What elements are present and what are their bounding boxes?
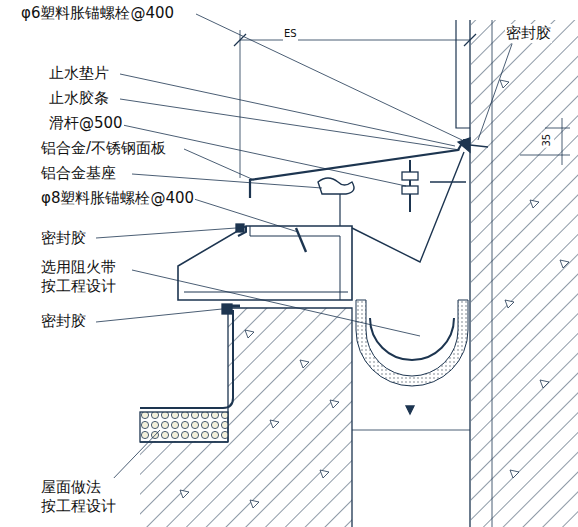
part-label: 铝合金/不锈钢面板 (40, 139, 167, 158)
dimension-label: ES (283, 28, 298, 41)
aggregate-mark (505, 300, 514, 308)
aggregate-mark (560, 260, 569, 268)
part-label: 选用阻火带 按工程设计 (40, 258, 122, 296)
part-label: φ6塑料胀锚螺栓@400 (20, 4, 175, 23)
aggregate-mark (245, 330, 254, 338)
part-label: 止水垫片 (48, 64, 110, 83)
aggregate-mark (320, 470, 329, 478)
aggregate-mark (270, 420, 279, 428)
part-label: 密封胶 (40, 229, 87, 248)
part-label: 密封胶 (40, 312, 87, 331)
dimension-value: 35 (541, 133, 554, 148)
aggregate-mark (330, 400, 339, 408)
aggregate-mark (500, 80, 509, 88)
aggregate-mark (250, 500, 259, 508)
part-label: 屋面做法 按工程设计 (40, 478, 122, 516)
aggregate-mark (530, 200, 539, 208)
part-label: 密封胶 (505, 24, 552, 43)
part-label: 止水胶条 (48, 89, 110, 108)
part-label: 铝合金基座 (40, 164, 117, 183)
aggregate-mark (180, 490, 189, 498)
part-label: 滑杆@500 (48, 114, 124, 133)
aggregate-mark (540, 380, 549, 388)
aggregate-mark (300, 360, 309, 368)
part-label: φ8塑料胀锚螺栓@400 (40, 189, 195, 208)
aggregate-mark (510, 470, 519, 478)
